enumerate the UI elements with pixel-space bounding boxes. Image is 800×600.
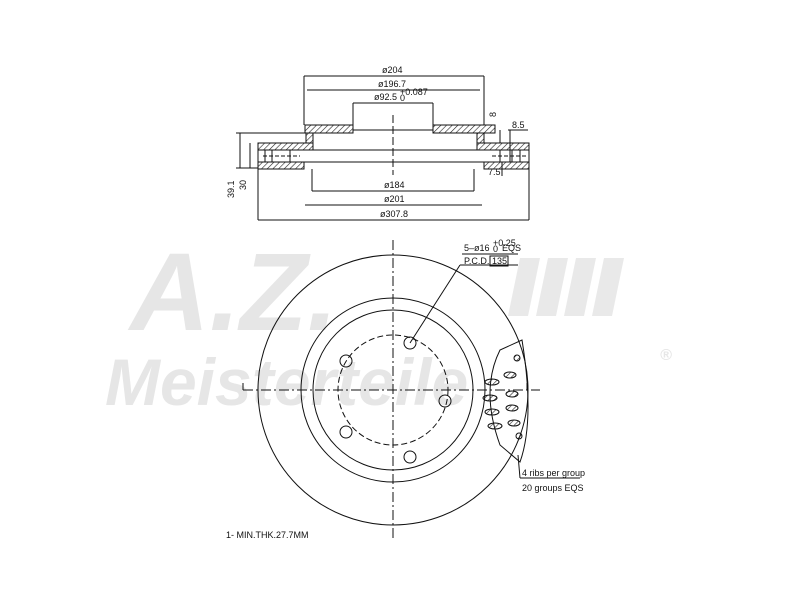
watermark-brand: Meisterteile: [105, 345, 468, 419]
dim-center-bore-tol-upper: +0.087: [400, 87, 428, 97]
groups-note: 20 groups EQS: [522, 483, 584, 493]
front-view: [242, 240, 580, 540]
section-view: [236, 75, 530, 221]
bolt-holes-label: 5–ø16: [464, 243, 490, 253]
watermark-registered: ®: [660, 347, 672, 364]
bolt-hole-tol-lower: 0: [493, 244, 498, 254]
dim-outer: ø307.8: [380, 209, 408, 219]
dim-hole-pitch: 8.5: [512, 120, 525, 130]
bolt-holes-suffix: EQS: [502, 243, 521, 253]
dim-hat-inner: ø196.7: [378, 79, 406, 89]
dim-outer-hat: ø204: [382, 65, 403, 75]
dim-center-bore: ø92.5: [374, 92, 397, 102]
pcd-value: 135: [492, 256, 507, 266]
bolt-hole-tol-upper: +0.25: [493, 238, 516, 248]
front-view-labels: 5–ø16 +0.25 0 EQS P.C.D. 135 4 ribs per …: [462, 238, 585, 493]
min-thickness-note: 1- MIN.THK.27.7MM: [226, 530, 309, 540]
watermark: A.Z. Meisterteile ®: [105, 231, 672, 419]
dim-friction-ring: 7.5: [488, 167, 501, 177]
dim-hat-base: ø201: [384, 194, 405, 204]
dim-total-height: 39.1: [226, 180, 236, 198]
dim-center-bore-tol-lower: 0: [400, 93, 405, 103]
dim-ring-inner: ø184: [384, 180, 405, 190]
dim-disc-thickness: 30: [238, 180, 248, 190]
pcd-label: P.C.D.: [464, 256, 489, 266]
ribs-note: 4 ribs per group: [522, 468, 585, 478]
watermark-logo: A.Z.: [127, 231, 338, 354]
dim-hat-thickness: 8: [488, 112, 498, 117]
pcd-box: [489, 255, 509, 267]
section-dimension-labels: ø204 ø196.7 ø92.5 +0.087 0 8 8.5 7.5 ø18…: [226, 65, 525, 219]
